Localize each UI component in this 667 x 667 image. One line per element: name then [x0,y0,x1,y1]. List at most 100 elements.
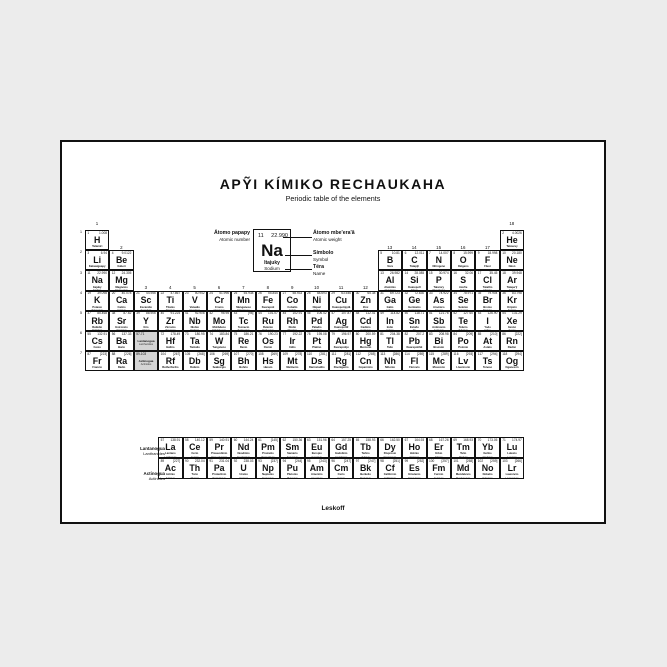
element-name: Osmio [263,346,273,350]
element-atomic-weight: 78.971 [463,291,473,296]
element-atomic-number: 64 [331,437,335,442]
element-symbol: W [215,335,224,346]
period-number: 1 [80,230,82,235]
element-name: Tatamiri [92,245,103,249]
element-atomic-number: 18 [502,270,506,275]
element-name-en: Hafnium [166,350,175,351]
element-name-en: Tellurium [458,329,468,330]
element-atomic-weight: 157.25 [341,437,351,442]
element-atomic-number: 27 [282,291,287,296]
element-atomic-weight: 196.97 [341,331,351,336]
element-atomic-number: 87 [87,351,91,356]
element-name-en: Iron [266,309,270,310]
element-name: Darmstadtio [308,366,325,370]
element-symbol: Ts [482,355,493,366]
element-atomic-number: 114 [404,351,410,356]
element-atomic-number: 101 [453,458,459,463]
element-name: Paladio [312,326,322,330]
element-name-en: Sulfur [460,289,466,290]
element-symbol: O [459,254,467,265]
element-symbol: Pd [311,315,323,326]
element-symbol: Pu [286,462,298,473]
element-atomic-number: 66 [380,437,384,442]
element-name-en: Ruthenium [262,329,274,330]
element-atomic-weight: 204.38 [390,331,400,336]
group-number: 10 [314,285,320,290]
element-symbol: Br [482,295,493,306]
element-atomic-weight: 208.98 [438,331,449,336]
element-name-en: Scandium [141,309,152,310]
element-atomic-number: 33 [428,291,433,296]
element-atomic-weight: 102.91 [292,311,303,316]
period-number: 4 [80,290,82,295]
legend-name-pointer [285,269,312,270]
element-atomic-number: 21 [136,291,140,296]
element-atomic-weight: 55.845 [268,291,278,296]
element-name: Magnésio [115,285,128,289]
element-atomic-weight: 9.0122 [121,250,132,255]
legend-element-card: 11 22.990 Na Itajuky Sodium [253,229,291,272]
element-atomic-number: 109 [282,351,288,356]
element-atomic-weight: [293] [465,351,473,356]
element-atomic-weight: [258] [465,458,473,463]
element-atomic-weight: 140.91 [219,437,229,442]
element-name: Renio [239,346,248,350]
element-name: Gadolinio [334,452,348,456]
element-atomic-number: 95 [306,458,311,463]
group-number: 4 [168,285,172,290]
element-atomic-number: 79 [331,331,335,336]
element-name-en: Xenon [509,329,516,330]
element-symbol: Np [262,462,274,473]
element-symbol: Tl [386,335,394,346]
element-atomic-number: 49 [380,311,384,316]
element-atomic-weight: [243] [319,458,327,463]
element-symbol: As [433,295,445,306]
element-symbol: Ir [289,335,296,346]
element-name: Prometio [262,452,274,456]
element-name-en: Thallium [385,350,394,351]
element-atomic-number: 19 [87,291,91,296]
element-name: Kuarepoti [261,305,275,309]
element-symbol: Fm [432,462,446,473]
element-name: Kuarepotĩ [408,285,421,289]
element-cell-tc: 43[98]TcTecnecioTechnetium [231,310,256,331]
element-atomic-weight: 162.50 [390,437,400,442]
element-symbol: Rb [91,315,104,326]
element-atomic-number: 96 [331,458,335,463]
element-atomic-weight: [237] [270,458,278,463]
element-name: Oxígeno [457,265,469,269]
element-name: Potasio [92,305,103,309]
element-atomic-number: 77 [282,331,287,336]
element-atomic-weight: 131.29 [512,311,522,316]
element-symbol: Ta [189,335,200,346]
legend-name-en: Sodium [264,266,280,271]
element-atomic-weight: 118.71 [414,311,425,316]
element-name-en: Radon [508,350,515,351]
series-ref-name-en: Lanthanides [138,342,154,346]
element-name: Cadmio [360,326,371,330]
element-name-en: Nitrogen [434,269,443,270]
element-name: Mendelevio [455,473,471,477]
element-name-en: Terbium [361,455,370,458]
element-symbol: Se [457,295,469,306]
element-symbol: Ba [115,335,128,346]
element-name-en: Antimony [434,329,444,330]
element-name-en: Francium [92,369,103,372]
